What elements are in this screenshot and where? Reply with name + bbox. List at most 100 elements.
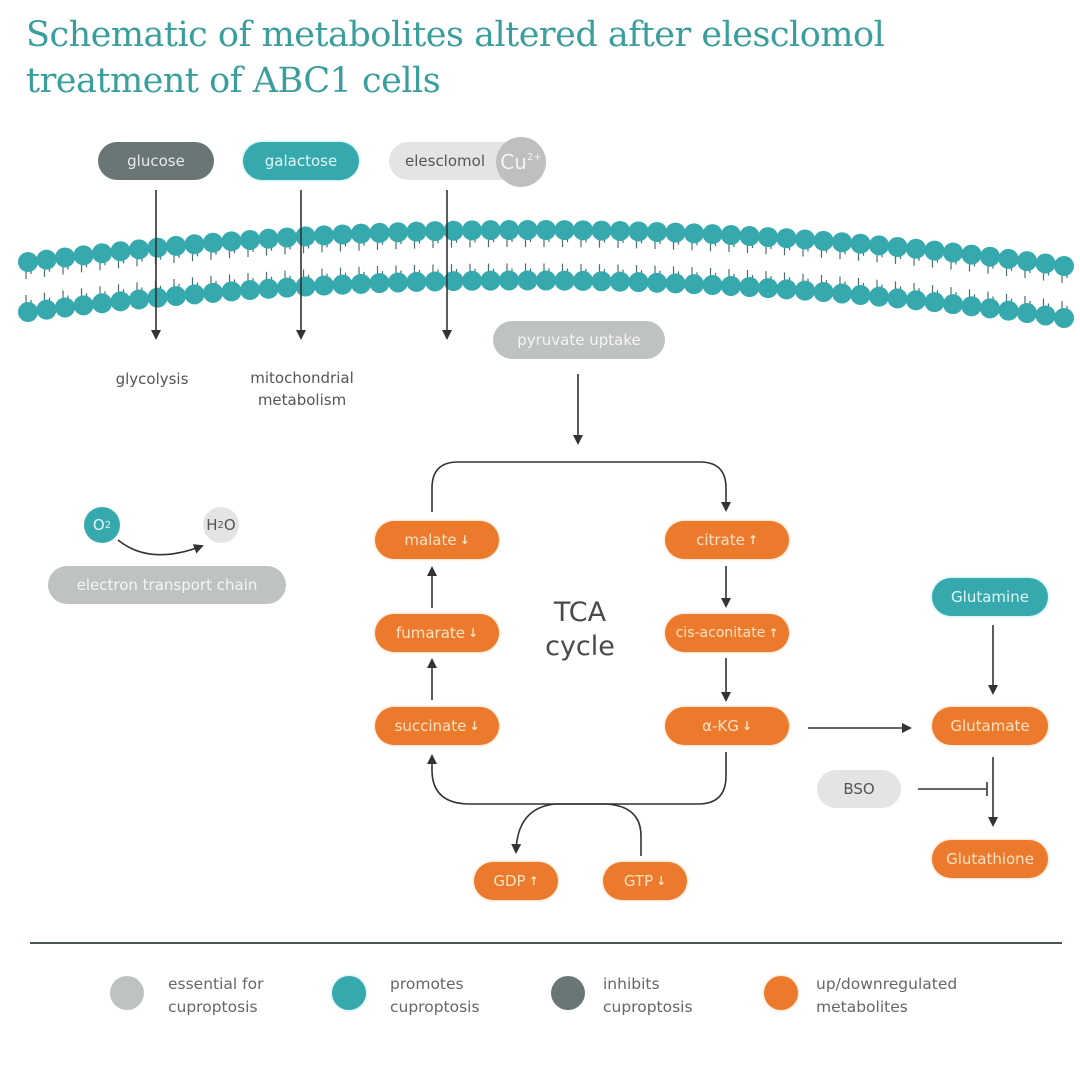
lipid-head [240,229,260,250]
legend-regulated: up/downregulated metabolites [816,973,957,1019]
tca-line-1: TCA [553,597,607,628]
legend-essential-line1: essential for [168,975,264,993]
legend-regulated-line2: metabolites [816,998,908,1016]
lipid-head [18,302,38,322]
lipid-head [499,220,519,241]
legend-essential: essential for cuproptosis [168,973,263,1019]
galactose-label: galactose [264,152,338,170]
cell-membrane [18,219,1074,328]
lipid-head [221,281,242,302]
title-line-2: treatment of ABC1 cells [26,61,441,101]
lipid-head [480,220,501,241]
lipid-head [129,289,149,310]
lipid-head [887,237,908,258]
lipid-head [961,244,982,265]
lipid-head [998,248,1019,269]
lipid-head [203,282,223,303]
legend-promotes-line2: cuproptosis [390,998,480,1016]
lipid-head [258,228,279,249]
lipid-head [906,238,926,259]
h2o-h: H [206,516,218,534]
lipid-head [684,223,704,244]
mito-line-1: mitochondrial [250,369,354,387]
lipid-head [869,286,889,307]
lipid-head [906,290,926,311]
lipid-head [18,252,38,272]
lipid-head [295,276,316,297]
lipid-head [499,270,519,291]
lipid-head [850,285,871,306]
etc-label: electron transport chain [76,576,258,594]
lipid-head [1054,256,1074,276]
tca-line-2: cycle [545,631,615,662]
lipid-head [924,292,945,313]
lipid-head [221,231,242,252]
lipid-head [36,249,57,270]
legend-essential-line2: cuproptosis [168,998,258,1016]
lipid-head [795,229,815,250]
legend-dot-regulated [764,976,798,1010]
lipid-head [110,291,131,312]
lipid-head [721,225,741,246]
lipid-head [147,287,168,308]
glutamine-label: Glutamine [951,588,1029,606]
mito-line-2: metabolism [257,391,347,409]
arrow-akg-succinate [427,752,727,805]
lipid-head [721,275,741,296]
lipid-head [166,235,186,256]
lipid-head [184,284,205,305]
lipid-head [702,275,723,296]
lipid-head [369,273,390,294]
lipid-head [980,298,1000,319]
lipid-head [406,221,427,242]
lipid-head [591,271,612,292]
lipid-head [443,271,464,292]
glycolysis-text: glycolysis [115,370,189,388]
lipid-head [813,282,834,303]
up-arrow-icon: ↑ [768,626,779,640]
lipid-head [943,294,963,315]
metabolite-cis-aconitate: cis-aconitate↑ [665,614,789,652]
arrow-malate-citrate [431,461,731,512]
lipid-head [92,293,112,314]
gtp-label: GTP [623,872,654,890]
electron-transport-chain-node: electron transport chain [48,566,286,604]
lipid-head [388,272,408,293]
metabolite-fumarate: fumarate↓ [375,614,499,652]
lipid-head [295,226,316,247]
h2o-o: O [223,516,236,534]
lipid-head [573,220,593,241]
metabolite-citrate: citrate↑ [665,521,789,559]
malate-label: malate [404,531,457,549]
lipid-head [943,242,963,263]
lipid-head [314,275,334,296]
lipid-head [961,296,982,317]
down-arrow-icon: ↓ [741,719,752,733]
lipid-head [55,247,75,268]
lipid-head [332,224,353,245]
glutamate-node: Glutamate [932,707,1048,745]
arrow-o2-h2o [117,539,204,556]
gdp-label: GDP [493,872,526,890]
down-arrow-icon: ↓ [656,874,667,888]
metabolite-gdp: GDP↑ [474,862,558,900]
lipid-head [758,278,778,299]
bso-label: BSO [843,780,875,798]
metabolite-succinate: succinate↓ [375,707,499,745]
h2o-sub: 2 [217,519,224,531]
lipid-head [517,219,538,240]
o2-sub: 2 [104,519,112,531]
lipid-head [406,271,427,292]
lipid-head [647,221,667,242]
glutamine-node: Glutamine [932,578,1048,616]
lipid-head [628,221,649,242]
lipid-head [758,227,778,248]
glucose-label: glucose [127,152,185,170]
elesclomol-label: elesclomol [405,152,485,170]
lipid-head [1035,253,1056,274]
lipid-head [554,270,575,291]
legend-promotes-line1: promotes [390,975,464,993]
